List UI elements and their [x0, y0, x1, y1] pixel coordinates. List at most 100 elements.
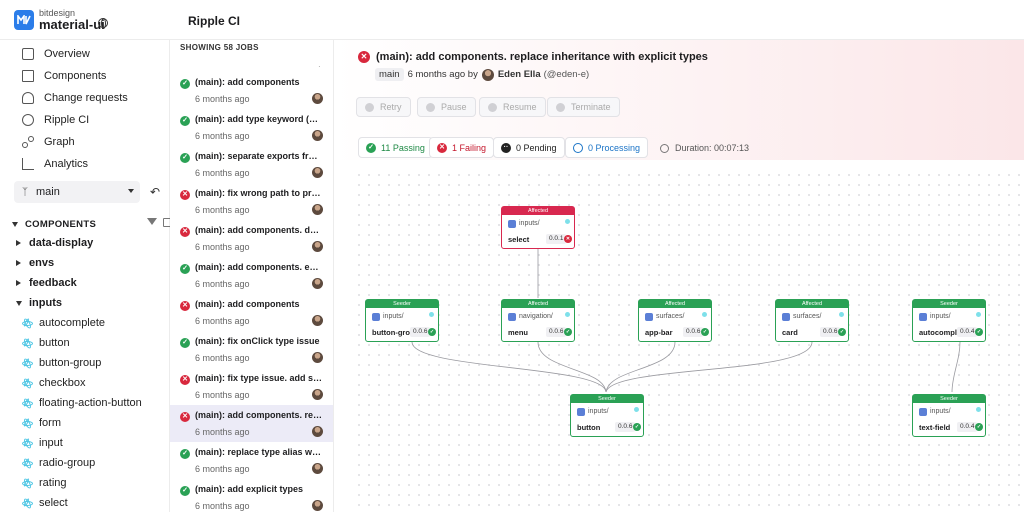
terminate-icon	[556, 102, 565, 112]
tree-item-button-group[interactable]: button-group	[22, 355, 101, 371]
node-version: 0.0.6	[410, 327, 431, 337]
sidebar-item-graph[interactable]: Graph	[22, 133, 75, 151]
fail-status-icon: ✕	[358, 51, 370, 63]
tree-item-input[interactable]: input	[22, 435, 63, 451]
job-item[interactable]: ✓(main): add type keyword (bu...6 months…	[170, 109, 333, 146]
tree-folder-envs[interactable]: envs	[16, 255, 54, 271]
node-tag: Affected	[502, 207, 574, 215]
retry-button[interactable]: Retry	[356, 97, 411, 117]
author-name[interactable]: Eden Ella	[497, 69, 541, 80]
components-tree-header[interactable]: COMPONENTS	[12, 217, 172, 231]
tree-item-autocomplete[interactable]: autocomplete	[22, 315, 105, 331]
sidebar-item-ripple-ci[interactable]: Ripple CI	[22, 111, 89, 129]
folder-label: envs	[29, 257, 55, 269]
bit-logo-icon[interactable]	[14, 10, 34, 30]
tree-item-rating[interactable]: rating	[22, 475, 67, 491]
job-item[interactable]: ✓(main): add components. enric...6 month…	[170, 257, 333, 294]
status-dot	[976, 407, 981, 412]
tree-item-checkbox[interactable]: checkbox	[22, 375, 85, 391]
graph-edge	[537, 341, 607, 393]
pause-button[interactable]: Pause	[417, 97, 476, 117]
fail-status-icon: ✕	[180, 375, 190, 385]
react-icon	[22, 337, 33, 348]
sidebar-item-overview[interactable]: Overview	[22, 45, 90, 63]
job-item[interactable]: ✕(main): fix wrong path to pretti...6 mo…	[170, 183, 333, 220]
tree-folder-data-display[interactable]: data-display	[16, 235, 93, 251]
processing-filter[interactable]: 0 Processing	[565, 137, 649, 158]
terminate-button[interactable]: Terminate	[547, 97, 620, 117]
sidebar-item-components[interactable]: Components	[22, 67, 106, 85]
node-scope: inputs/	[930, 313, 951, 320]
react-icon	[22, 397, 33, 408]
change-requests-icon	[22, 92, 34, 104]
job-item[interactable]: ✓(main): replace type alias with ...6 mo…	[170, 442, 333, 479]
node-scope: inputs/	[588, 408, 609, 415]
tree-item-form[interactable]: form	[22, 415, 61, 431]
sidebar-item-label: Analytics	[44, 158, 89, 170]
sidebar-item-analytics[interactable]: Analytics	[22, 155, 88, 173]
node-version: 0.0.6	[683, 327, 704, 337]
components-icon	[22, 70, 34, 82]
react-icon	[22, 317, 33, 328]
passing-filter[interactable]: ✓11 Passing	[358, 137, 433, 158]
pass-status-icon: ✓	[975, 328, 983, 336]
job-item[interactable]: ✕(main): add components. defin...6 month…	[170, 220, 333, 257]
scope-name[interactable]: material-ui	[39, 17, 105, 32]
tree-item-button[interactable]: button	[22, 335, 70, 351]
node-name: select	[508, 235, 530, 244]
failing-filter[interactable]: ✕1 Failing	[429, 137, 495, 158]
undo-icon[interactable]: ↶	[150, 185, 161, 199]
pass-status-icon: ✓	[838, 328, 846, 336]
job-title: (main): add components. enric...	[195, 262, 323, 272]
react-icon	[22, 377, 33, 388]
fail-status-icon: ✕	[180, 190, 190, 200]
lane-selector[interactable]: ᛉ main	[14, 181, 140, 203]
node-version: 0.0.4	[957, 422, 978, 432]
org-name[interactable]: bitdesign	[39, 8, 76, 18]
pass-status-icon: ✓	[975, 423, 983, 431]
tree-folder-feedback[interactable]: feedback	[16, 275, 77, 291]
avatar	[312, 389, 323, 400]
tree-folder-inputs[interactable]: inputs	[16, 295, 62, 311]
lane-badge[interactable]: main	[375, 68, 404, 81]
jobs-count: SHOWING 58 JOBS	[180, 43, 259, 52]
check-icon: ✓	[366, 142, 376, 153]
avatar	[312, 463, 323, 474]
job-time: 6 months ago	[195, 316, 250, 326]
ripple-ci-icon	[22, 114, 34, 126]
react-icon	[22, 477, 33, 488]
folder-label: feedback	[29, 277, 77, 289]
job-detail: ✕ (main): add components. replace inheri…	[334, 40, 1024, 512]
node-tag: Seeder	[913, 395, 985, 403]
clock-icon	[660, 143, 669, 153]
tree-item-floating-action-button[interactable]: floating-action-button	[22, 395, 142, 411]
react-icon	[22, 357, 33, 368]
job-time: 6 months ago	[195, 168, 250, 178]
pass-status-icon: ✓	[180, 449, 190, 459]
job-title: (main): add type keyword (bu...	[195, 114, 323, 124]
pending-filter[interactable]: ··0 Pending	[493, 137, 565, 158]
job-item[interactable]: ✕(main): add components. repla...6 month…	[170, 405, 333, 442]
job-item[interactable]: ✓(main): separate exports from ...6 mont…	[170, 146, 333, 183]
status-dot	[634, 407, 639, 412]
tree-item-label: button	[39, 337, 70, 349]
tree-item-select[interactable]: select	[22, 495, 68, 511]
tree-item-radio-group[interactable]: radio-group	[22, 455, 95, 471]
resume-button[interactable]: Resume	[479, 97, 546, 117]
filter-icon[interactable]	[147, 218, 157, 225]
sidebar-item-change-requests[interactable]: Change requests	[22, 89, 128, 107]
